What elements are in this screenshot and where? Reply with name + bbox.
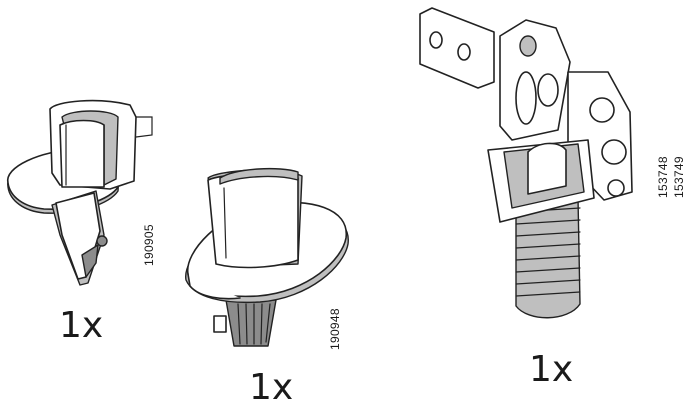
swivel-base-quantity: 1x <box>249 367 294 408</box>
bracket-bolt-quantity: 1x <box>529 349 574 390</box>
bracket-bolt-article-number-2: 153749 <box>672 156 686 198</box>
clip-connector-part <box>0 95 170 295</box>
clip-connector-article-number: 190905 <box>142 224 156 266</box>
swivel-base-illustration <box>185 167 349 347</box>
swivel-base-part <box>180 148 350 358</box>
bracket-bolt-part <box>408 2 648 332</box>
bracket-bolt-illustration <box>419 7 633 319</box>
clip-connector-illustration <box>7 99 153 286</box>
bracket-bolt-article-number-1: 153748 <box>656 156 670 198</box>
clip-connector-quantity: 1x <box>59 305 104 346</box>
swivel-base-article-number: 190948 <box>328 308 342 350</box>
